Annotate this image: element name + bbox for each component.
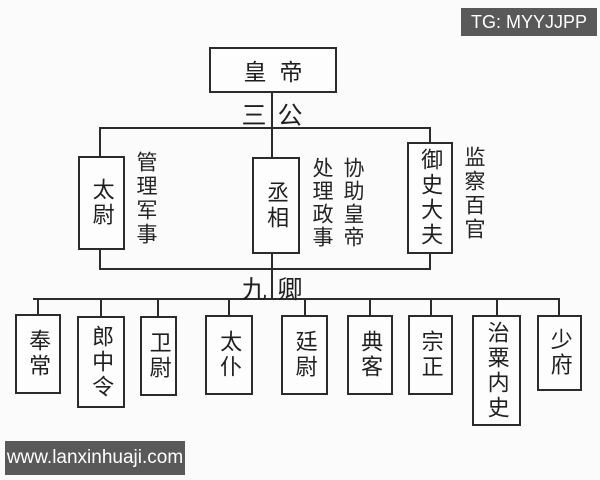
node-tingwei-label: 廷尉 — [292, 330, 318, 380]
note-yushidafu-duty: 监察百官 — [462, 146, 486, 242]
node-taiwei-label: 太尉 — [89, 178, 115, 228]
node-chengxiang: 丞相 — [252, 157, 300, 254]
connector-line — [271, 252, 273, 269]
node-shaofu-label: 少府 — [547, 328, 573, 378]
connector-line — [369, 298, 371, 316]
node-emperor: 皇帝 — [209, 47, 337, 93]
node-chengxiang-label: 丞相 — [264, 180, 290, 231]
connector-line — [99, 249, 101, 269]
connector-line — [271, 93, 273, 129]
node-weiwei: 卫尉 — [140, 316, 177, 396]
node-zhisuneishi-label: 治粟内史 — [484, 320, 510, 421]
connector-line — [37, 298, 39, 316]
node-taipu-label: 太仆 — [217, 330, 243, 380]
connector-line — [99, 268, 431, 270]
node-fengchang: 奉常 — [15, 314, 61, 394]
node-yushidafu: 御史大夫 — [407, 142, 453, 254]
connector-line — [304, 298, 306, 316]
telegram-watermark-badge: TG: MYYJJPP — [461, 8, 597, 36]
connector-line — [33, 298, 560, 300]
connector-line — [99, 127, 431, 129]
node-taipu: 太仆 — [205, 315, 253, 395]
level-label-three-lords: 三公 — [241, 103, 314, 130]
connector-line — [99, 128, 101, 157]
connector-line — [558, 298, 560, 316]
connector-line — [496, 298, 498, 316]
level-label-nine-ministers: 九卿 — [241, 277, 314, 304]
node-langzhongling-label: 郎中令 — [89, 324, 115, 400]
connector-line — [100, 298, 102, 316]
node-zongzheng-label: 宗正 — [418, 330, 444, 380]
node-langzhongling: 郎中令 — [77, 316, 125, 408]
node-weiwei-label: 卫尉 — [146, 331, 172, 381]
node-zongzheng: 宗正 — [408, 315, 453, 395]
connector-line — [429, 252, 431, 269]
node-fengchang-label: 奉常 — [26, 329, 52, 379]
connector-line — [157, 298, 159, 316]
note-chengxiang-duty: 协助皇帝处理政事 — [310, 157, 365, 249]
node-dianke: 典客 — [347, 315, 393, 395]
node-yushidafu-label: 御史大夫 — [418, 148, 444, 248]
connector-line — [271, 268, 273, 299]
node-dianke-label: 典客 — [358, 330, 384, 380]
connector-line — [429, 128, 431, 143]
node-shaofu: 少府 — [537, 315, 582, 391]
connector-line — [228, 298, 230, 316]
node-emperor-label: 皇帝 — [243, 60, 316, 85]
node-zhisuneishi: 治粟内史 — [472, 315, 521, 426]
connector-line — [271, 128, 273, 158]
note-taiwei-duty: 管理军事 — [134, 151, 158, 247]
connector-line — [430, 298, 432, 316]
node-taiwei: 太尉 — [78, 156, 125, 250]
node-tingwei: 廷尉 — [281, 315, 328, 395]
website-watermark-badge: www.lanxinhuaji.com — [5, 441, 185, 475]
